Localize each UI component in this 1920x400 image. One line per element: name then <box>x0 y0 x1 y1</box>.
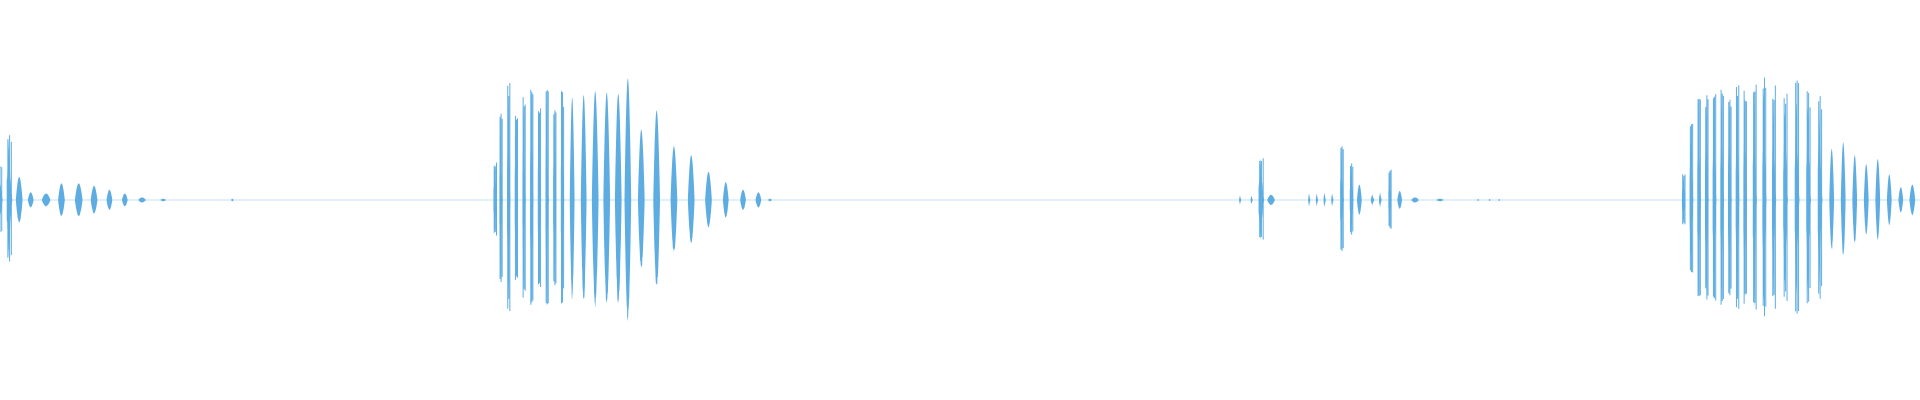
waveform-burst <box>58 183 65 217</box>
waveform-burst <box>15 176 23 223</box>
waveform-burst <box>705 171 712 228</box>
waveform-burst <box>1436 198 1444 202</box>
waveform-burst <box>1379 191 1382 209</box>
waveform-burst <box>1875 159 1881 241</box>
waveform-segments <box>0 77 1916 322</box>
waveform-burst <box>1397 191 1403 209</box>
waveform-burst <box>121 193 128 207</box>
waveform-burst <box>768 198 772 202</box>
waveform-burst <box>41 193 51 207</box>
waveform-burst <box>106 189 113 211</box>
waveform-burst <box>1308 193 1311 207</box>
waveform-burst <box>74 183 83 217</box>
waveform-burst <box>1498 198 1501 202</box>
waveform-burst <box>90 185 98 214</box>
waveform-burst <box>1250 195 1254 205</box>
waveform-burst <box>1829 148 1835 250</box>
waveform-burst <box>740 189 746 211</box>
waveform-burst <box>138 197 146 203</box>
waveform-segment-2 <box>493 78 772 322</box>
waveform-burst <box>231 198 234 202</box>
waveform-burst <box>1356 184 1362 215</box>
waveform-burst <box>1477 198 1480 202</box>
waveform-burst <box>1909 184 1916 216</box>
waveform-burst <box>580 95 587 300</box>
waveform-burst <box>653 110 660 286</box>
waveform-burst <box>160 198 167 202</box>
waveform-burst <box>637 129 645 269</box>
waveform-burst <box>722 182 729 218</box>
waveform-burst <box>603 92 611 304</box>
waveform-burst <box>1898 187 1904 213</box>
waveform-burst <box>591 91 599 308</box>
waveform-segment-1 <box>0 135 234 262</box>
waveform-burst <box>1488 198 1492 202</box>
waveform-burst <box>1331 193 1334 207</box>
waveform-burst <box>1267 194 1275 206</box>
waveform-burst <box>1863 164 1869 235</box>
waveform-burst <box>1315 193 1319 207</box>
waveform-burst <box>27 192 34 208</box>
waveform-burst <box>624 78 632 322</box>
waveform-segment-4 <box>1681 77 1916 317</box>
waveform-burst <box>1886 174 1892 226</box>
waveform-burst <box>670 146 678 253</box>
waveform-burst <box>1239 195 1242 205</box>
waveform-burst <box>1411 197 1419 203</box>
waveform-burst <box>1323 193 1326 207</box>
waveform-burst <box>1840 142 1846 255</box>
waveform-burst <box>569 97 575 300</box>
waveform-burst <box>755 192 762 208</box>
waveform-burst <box>1370 194 1375 206</box>
waveform-segment-3 <box>1239 146 1501 252</box>
waveform-burst <box>1852 155 1858 244</box>
waveform-burst <box>687 155 695 244</box>
waveform-burst <box>614 93 622 304</box>
